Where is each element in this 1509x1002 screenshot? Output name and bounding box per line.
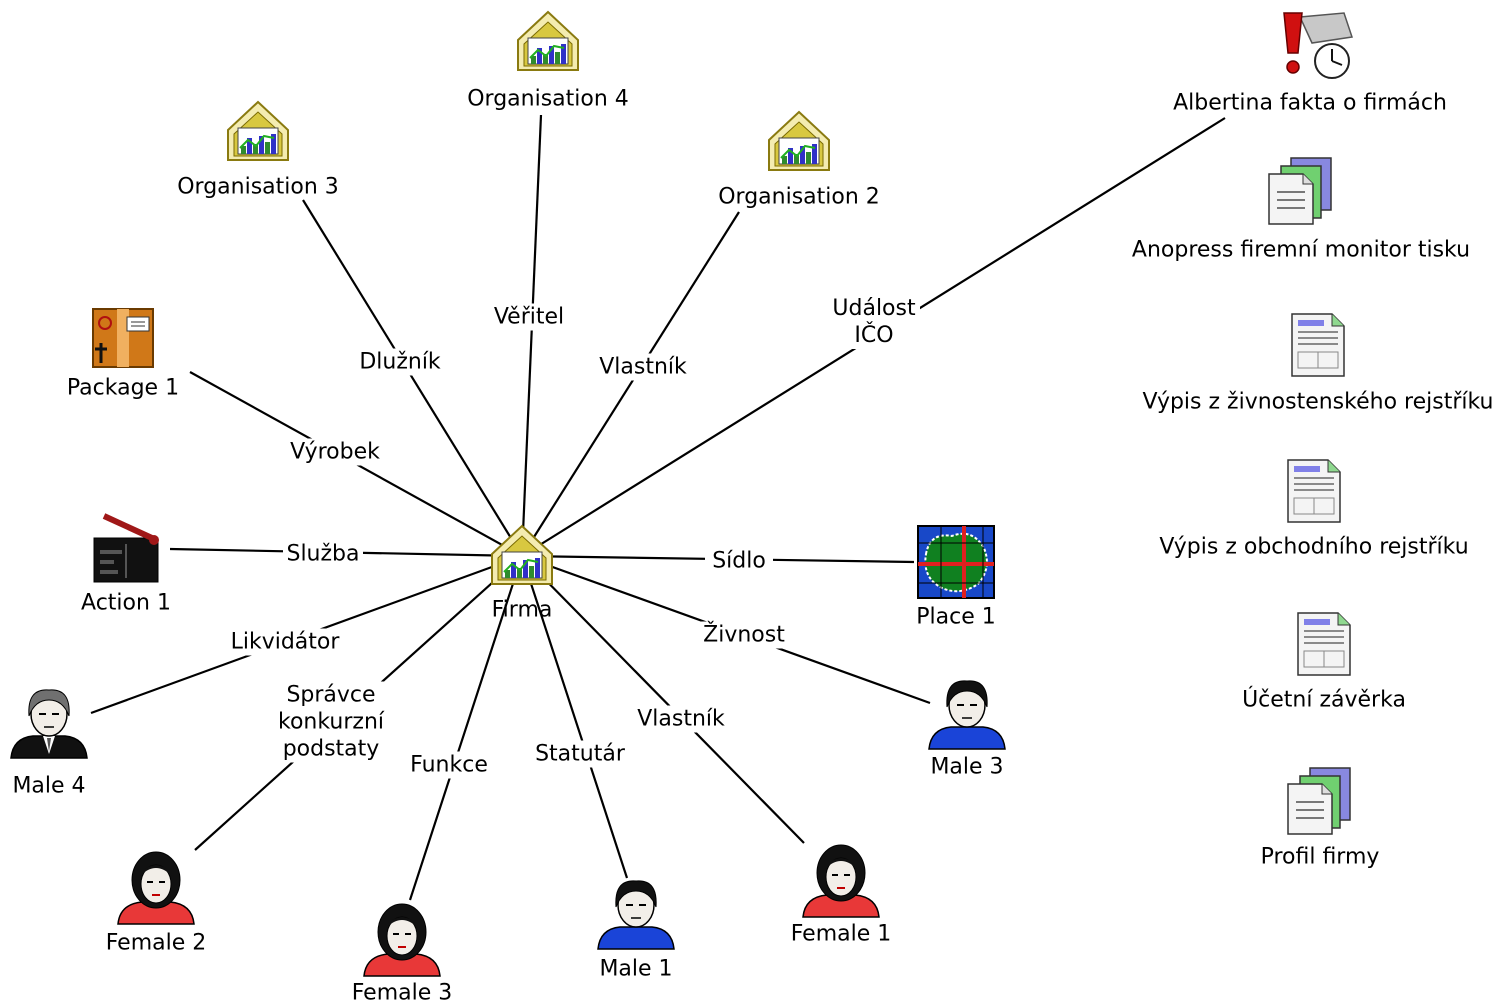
node-label-profil: Profil firmy xyxy=(1261,845,1380,870)
edge-label-line: Věřitel xyxy=(494,305,564,330)
node-female1[interactable]: Female 1 xyxy=(791,844,892,947)
edge-label-line: Vlastník xyxy=(637,707,725,732)
edge-label-org2: Vlastník xyxy=(591,353,695,381)
edge-label-male3: Živnost xyxy=(698,621,790,649)
node-label-albertina: Albertina fakta o firmách xyxy=(1173,91,1447,116)
node-anopress[interactable]: Anopress firemní monitor tisku xyxy=(1132,157,1470,263)
edge-label-line: Dlužník xyxy=(359,350,441,375)
edge-label-line: Událost xyxy=(832,296,916,321)
node-albertina[interactable]: Albertina fakta o firmách xyxy=(1173,12,1447,116)
female-person-icon xyxy=(363,903,441,977)
node-label-female1: Female 1 xyxy=(791,922,892,947)
node-female2[interactable]: Female 2 xyxy=(106,851,207,956)
node-label-ucetni: Účetní závěrka xyxy=(1242,687,1406,713)
edge-label-org4: Věřitel xyxy=(483,303,575,331)
node-female3[interactable]: Female 3 xyxy=(352,903,453,1002)
edge-label-line: podstaty xyxy=(283,737,380,762)
female-person-icon xyxy=(802,844,880,918)
node-label-package1: Package 1 xyxy=(67,376,179,401)
edge-line-org4 xyxy=(520,114,543,557)
node-label-male3: Male 3 xyxy=(930,755,1003,780)
node-action1[interactable]: Action 1 xyxy=(81,513,171,616)
edge-line-male1 xyxy=(520,555,629,879)
node-label-place1: Place 1 xyxy=(916,605,995,630)
edge-label-line: Živnost xyxy=(703,622,785,648)
edge-label-line: konkurzní xyxy=(278,710,385,735)
node-org3[interactable]: Organisation 3 xyxy=(177,100,339,200)
edge-label-line: Vlastník xyxy=(599,355,687,380)
edge-line-org3 xyxy=(302,199,523,557)
edge-label-place1: Sídlo xyxy=(705,547,773,575)
node-place1[interactable]: Place 1 xyxy=(916,525,996,630)
edge-label-female1: Vlastník xyxy=(629,705,733,733)
clapperboard-icon xyxy=(93,513,159,583)
male-person-icon xyxy=(928,680,1006,750)
edge-label-male1: Statutár xyxy=(528,740,632,768)
edge-label-male4: Likvidátor xyxy=(221,628,349,656)
node-profil[interactable]: Profil firmy xyxy=(1261,767,1380,870)
node-male3[interactable]: Male 3 xyxy=(928,680,1006,780)
organisation-icon xyxy=(227,100,289,161)
node-label-female3: Female 3 xyxy=(352,981,453,1002)
organisation-icon xyxy=(491,524,553,585)
node-label-org2: Organisation 2 xyxy=(718,185,880,210)
node-label-org3: Organisation 3 xyxy=(177,175,339,200)
edge-label-line: Likvidátor xyxy=(231,630,341,655)
node-label-firma: Firma xyxy=(492,598,553,623)
node-org2[interactable]: Organisation 2 xyxy=(718,110,880,210)
edge-label-line: Funkce xyxy=(410,753,488,778)
node-label-org4: Organisation 4 xyxy=(467,87,629,112)
organisation-icon xyxy=(768,110,830,171)
node-zivnostensky[interactable]: Výpis z živnostenského rejstříku xyxy=(1142,313,1494,415)
map-icon xyxy=(917,525,995,599)
female-person-icon xyxy=(117,851,195,925)
form-document-icon xyxy=(1297,612,1351,676)
edge-label-line: Sídlo xyxy=(712,549,766,574)
edge-label-action1: Služba xyxy=(283,540,363,568)
form-document-icon xyxy=(1287,459,1341,523)
edge-line-org2 xyxy=(521,211,740,557)
edge-label-org3: Dlužník xyxy=(354,348,446,376)
form-document-icon xyxy=(1291,313,1345,377)
stacked-documents-icon xyxy=(1287,767,1351,835)
organisation-icon xyxy=(517,10,579,71)
edge-lines xyxy=(90,114,1226,901)
male-person-dark-icon xyxy=(10,689,88,759)
node-label-zivnostensky: Výpis z živnostenského rejstříku xyxy=(1142,390,1493,415)
node-firma[interactable]: Firma xyxy=(491,524,553,623)
edge-label-line: IČO xyxy=(854,322,893,348)
edge-line-female1 xyxy=(521,555,805,844)
node-label-action1: Action 1 xyxy=(81,591,171,616)
edge-label-female3: Funkce xyxy=(409,751,489,779)
node-org4[interactable]: Organisation 4 xyxy=(467,10,629,112)
node-male1[interactable]: Male 1 xyxy=(597,880,675,982)
node-label-male4: Male 4 xyxy=(12,774,85,799)
edge-label-line: Výrobek xyxy=(290,440,380,465)
edge-label-line: Statutár xyxy=(535,742,626,767)
edge-line-female3 xyxy=(408,555,524,901)
node-label-female2: Female 2 xyxy=(106,931,207,956)
package-icon xyxy=(92,308,154,368)
stacked-documents-icon xyxy=(1268,157,1332,225)
node-male4[interactable]: Male 4 xyxy=(10,689,88,799)
node-label-obchodni: Výpis z obchodního rejstříku xyxy=(1159,535,1468,560)
node-package1[interactable]: Package 1 xyxy=(67,308,179,401)
node-label-male1: Male 1 xyxy=(599,957,672,982)
edge-label-line: Správce xyxy=(286,683,375,708)
alert-document-clock-icon xyxy=(1283,12,1353,79)
edge-label-line: Služba xyxy=(286,542,359,567)
node-obchodni[interactable]: Výpis z obchodního rejstříku xyxy=(1159,459,1469,560)
node-label-anopress: Anopress firemní monitor tisku xyxy=(1132,238,1470,263)
edge-label-package1: Výrobek xyxy=(289,438,381,466)
node-layer: Firma Organisation 4 Organisation 3 Organis… xyxy=(10,10,1447,1002)
male-person-icon xyxy=(597,880,675,950)
node-ucetni[interactable]: Účetní závěrka xyxy=(1242,612,1406,713)
